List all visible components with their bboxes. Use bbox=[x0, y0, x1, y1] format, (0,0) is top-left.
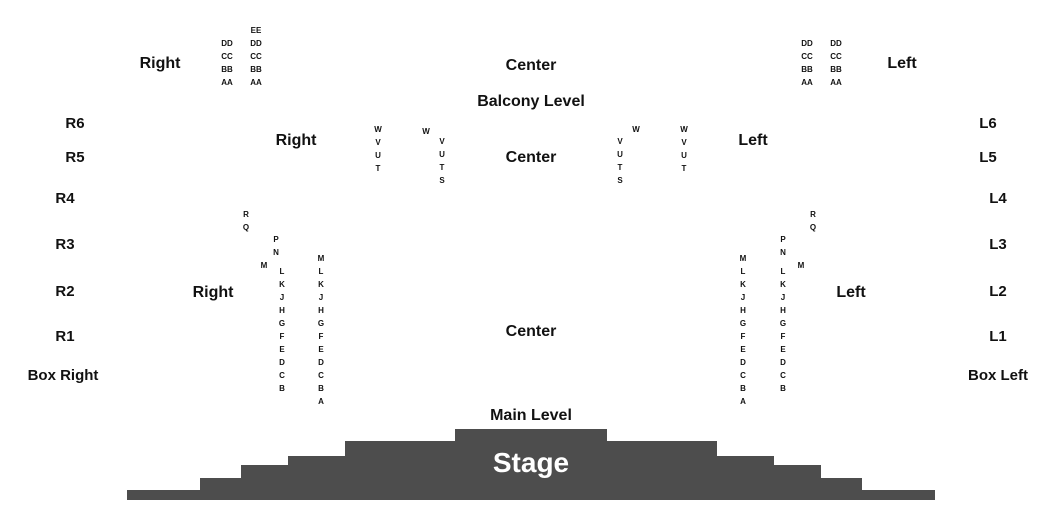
main-level-label: Main Level bbox=[490, 407, 572, 424]
box-l6[interactable]: L6 bbox=[979, 115, 997, 132]
main-left-row-m: M bbox=[797, 261, 805, 270]
box-left-label: Box Left bbox=[968, 367, 1028, 384]
box-r6[interactable]: R6 bbox=[65, 115, 85, 132]
lower-right-row-w: W bbox=[422, 127, 430, 136]
box-l2[interactable]: L2 bbox=[989, 283, 1007, 300]
stage-label: Stage bbox=[492, 447, 570, 478]
balcony-upper-right-label: Right bbox=[139, 55, 181, 72]
box-r1[interactable]: R1 bbox=[55, 328, 75, 345]
main-left-label: Left bbox=[836, 284, 866, 301]
balcony-level-label: Balcony Level bbox=[477, 93, 585, 110]
box-r2[interactable]: R2 bbox=[55, 283, 75, 300]
box-l1[interactable]: L1 bbox=[989, 328, 1007, 345]
stage-polygon bbox=[127, 429, 935, 500]
box-l4[interactable]: L4 bbox=[989, 190, 1007, 207]
balcony-lower-center-label: Center bbox=[505, 149, 557, 166]
main-center-label: Center bbox=[505, 323, 557, 340]
box-r5[interactable]: R5 bbox=[65, 149, 85, 166]
box-l5[interactable]: L5 bbox=[979, 149, 997, 166]
balcony-upper-center-label: Center bbox=[505, 57, 557, 74]
balcony-lower-right-label: Right bbox=[275, 132, 317, 149]
box-r4[interactable]: R4 bbox=[55, 190, 75, 207]
main-right-row-m: M bbox=[260, 261, 268, 270]
balcony-lower-left-label: Left bbox=[738, 132, 768, 149]
lower-left-row-w: W bbox=[632, 125, 640, 134]
box-right-label: Box Right bbox=[27, 367, 99, 384]
main-right-label: Right bbox=[192, 284, 234, 301]
balcony-upper-left-label: Left bbox=[887, 55, 917, 72]
box-r3[interactable]: R3 bbox=[55, 236, 75, 253]
box-l3[interactable]: L3 bbox=[989, 236, 1007, 253]
